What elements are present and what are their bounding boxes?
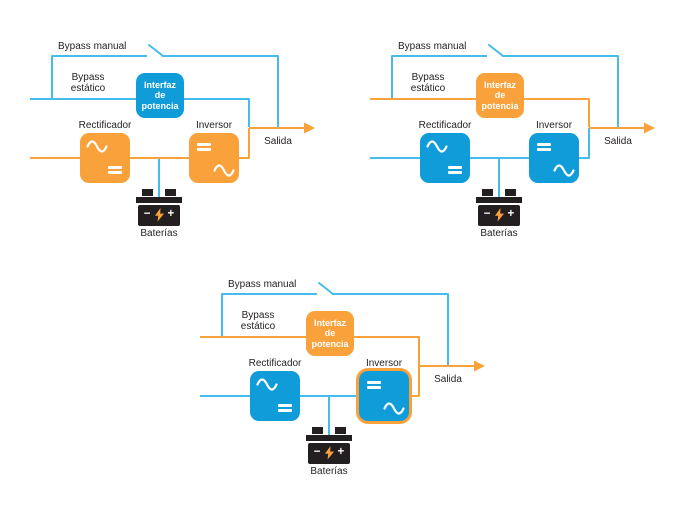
bypass-manual-wire-right bbox=[502, 55, 619, 127]
battery-terminal bbox=[142, 189, 153, 196]
rectifier-label: Rectificador bbox=[418, 120, 472, 131]
battery-lid bbox=[476, 197, 522, 203]
bypass-manual-wire-left bbox=[391, 55, 487, 98]
bypass-estatico-line1: Bypass bbox=[411, 72, 445, 83]
ups-diagram-bypass-mode: Bypass manual Bypass estático Rectificad… bbox=[362, 28, 682, 253]
rectifier-box bbox=[250, 371, 300, 421]
bypass-manual-wire-right bbox=[162, 55, 279, 127]
battery-terminal bbox=[312, 427, 323, 434]
battery-terminal bbox=[165, 189, 176, 196]
plus-sign: + bbox=[507, 208, 515, 221]
bypass-estatico-line2: estático bbox=[240, 321, 276, 332]
power-interface-text-line2: de bbox=[154, 90, 166, 101]
battery-terminal bbox=[335, 427, 346, 434]
bypass-manual-wire-left bbox=[221, 293, 317, 336]
ac-sine-icon bbox=[213, 164, 235, 177]
power-interface-text-line3: potencia bbox=[481, 100, 519, 111]
ac-sine-icon bbox=[86, 140, 108, 153]
lightning-bolt-icon bbox=[494, 208, 504, 222]
power-interface-text-line2: de bbox=[324, 328, 336, 339]
minus-sign: − bbox=[313, 446, 321, 459]
battery-icon: − + bbox=[476, 189, 522, 226]
battery-lid bbox=[306, 435, 352, 441]
ac-sine-icon bbox=[553, 164, 575, 177]
inverter-box-highlighted bbox=[359, 371, 409, 421]
batteries-label: Baterías bbox=[310, 466, 348, 477]
inverter-label: Inversor bbox=[535, 120, 573, 131]
bypass-manual-label: Bypass manual bbox=[228, 279, 297, 290]
battery-icon: − + bbox=[306, 427, 352, 464]
minus-sign: − bbox=[483, 208, 491, 221]
bypass-estatico-label: Bypass estático bbox=[59, 72, 117, 94]
dc-equals-icon bbox=[278, 404, 292, 412]
bypass-manual-switch-icon bbox=[148, 44, 164, 57]
plus-sign: + bbox=[167, 208, 175, 221]
rectifier-label: Rectificador bbox=[78, 120, 132, 131]
bypass-estatico-line2: estático bbox=[410, 83, 446, 94]
minus-sign: − bbox=[143, 208, 151, 221]
bypass-manual-switch-icon bbox=[318, 282, 334, 295]
output-arrow-icon bbox=[644, 122, 655, 134]
bypass-estatico-line1: Bypass bbox=[241, 310, 275, 321]
dc-equals-icon bbox=[197, 143, 211, 151]
output-arrow-icon bbox=[474, 360, 485, 372]
inverter-label: Inversor bbox=[195, 120, 233, 131]
wiring bbox=[370, 44, 655, 198]
power-interface-text-line3: potencia bbox=[141, 100, 179, 111]
dc-equals-icon bbox=[537, 143, 551, 151]
power-interface-text-line1: Interfaz bbox=[483, 79, 516, 90]
power-interface-text-line1: Interfaz bbox=[143, 79, 176, 90]
ups-diagram-normal-mode: Bypass manual Bypass estático Rectificad… bbox=[22, 28, 342, 253]
bypass-manual-label: Bypass manual bbox=[398, 41, 467, 52]
power-interface-text-line2: de bbox=[494, 90, 506, 101]
output-label: Salida bbox=[604, 136, 632, 147]
output-arrow-icon bbox=[304, 122, 315, 134]
rectifier-box bbox=[420, 133, 470, 183]
battery-cell: − + bbox=[478, 204, 520, 226]
power-interface-text-line3: potencia bbox=[311, 338, 349, 349]
inverter-label: Inversor bbox=[365, 358, 403, 369]
bypass-manual-switch-icon bbox=[488, 44, 504, 57]
bypass-manual-wire-left bbox=[51, 55, 147, 98]
dc-equals-icon bbox=[448, 166, 462, 174]
lightning-bolt-icon bbox=[324, 446, 334, 460]
battery-cell: − + bbox=[308, 442, 350, 464]
power-interface-box: Interfaz de potencia bbox=[136, 73, 184, 118]
lightning-bolt-icon bbox=[154, 208, 164, 222]
ups-diagram-battery-mode: Bypass manual Bypass estático Rectificad… bbox=[192, 266, 512, 491]
bypass-manual-wire-right bbox=[332, 293, 449, 365]
bypass-estatico-wire bbox=[30, 98, 250, 127]
inverter-box bbox=[189, 133, 239, 183]
bypass-estatico-label: Bypass estático bbox=[399, 72, 457, 94]
rectifier-box bbox=[80, 133, 130, 183]
ac-sine-icon bbox=[256, 378, 278, 391]
batteries-label: Baterías bbox=[480, 228, 518, 239]
bypass-estatico-line2: estático bbox=[70, 83, 106, 94]
plus-sign: + bbox=[337, 446, 345, 459]
power-interface-text-line1: Interfaz bbox=[313, 317, 346, 328]
ac-sine-icon bbox=[426, 140, 448, 153]
bypass-estatico-line1: Bypass bbox=[71, 72, 105, 83]
inverter-box bbox=[529, 133, 579, 183]
power-interface-box: Interfaz de potencia bbox=[476, 73, 524, 118]
battery-cell: − + bbox=[138, 204, 180, 226]
bypass-estatico-label: Bypass estático bbox=[229, 310, 287, 332]
battery-terminal bbox=[505, 189, 516, 196]
power-interface-box: Interfaz de potencia bbox=[306, 311, 354, 356]
dc-equals-icon bbox=[108, 166, 122, 174]
battery-terminal bbox=[482, 189, 493, 196]
output-label: Salida bbox=[434, 374, 462, 385]
battery-lid bbox=[136, 197, 182, 203]
bypass-estatico-wire bbox=[370, 98, 590, 127]
rectifier-label: Rectificador bbox=[248, 358, 302, 369]
bypass-manual-label: Bypass manual bbox=[58, 41, 127, 52]
batteries-label: Baterías bbox=[140, 228, 178, 239]
ac-sine-icon bbox=[383, 402, 405, 415]
battery-icon: − + bbox=[136, 189, 182, 226]
dc-equals-icon bbox=[367, 381, 381, 389]
output-label: Salida bbox=[264, 136, 292, 147]
